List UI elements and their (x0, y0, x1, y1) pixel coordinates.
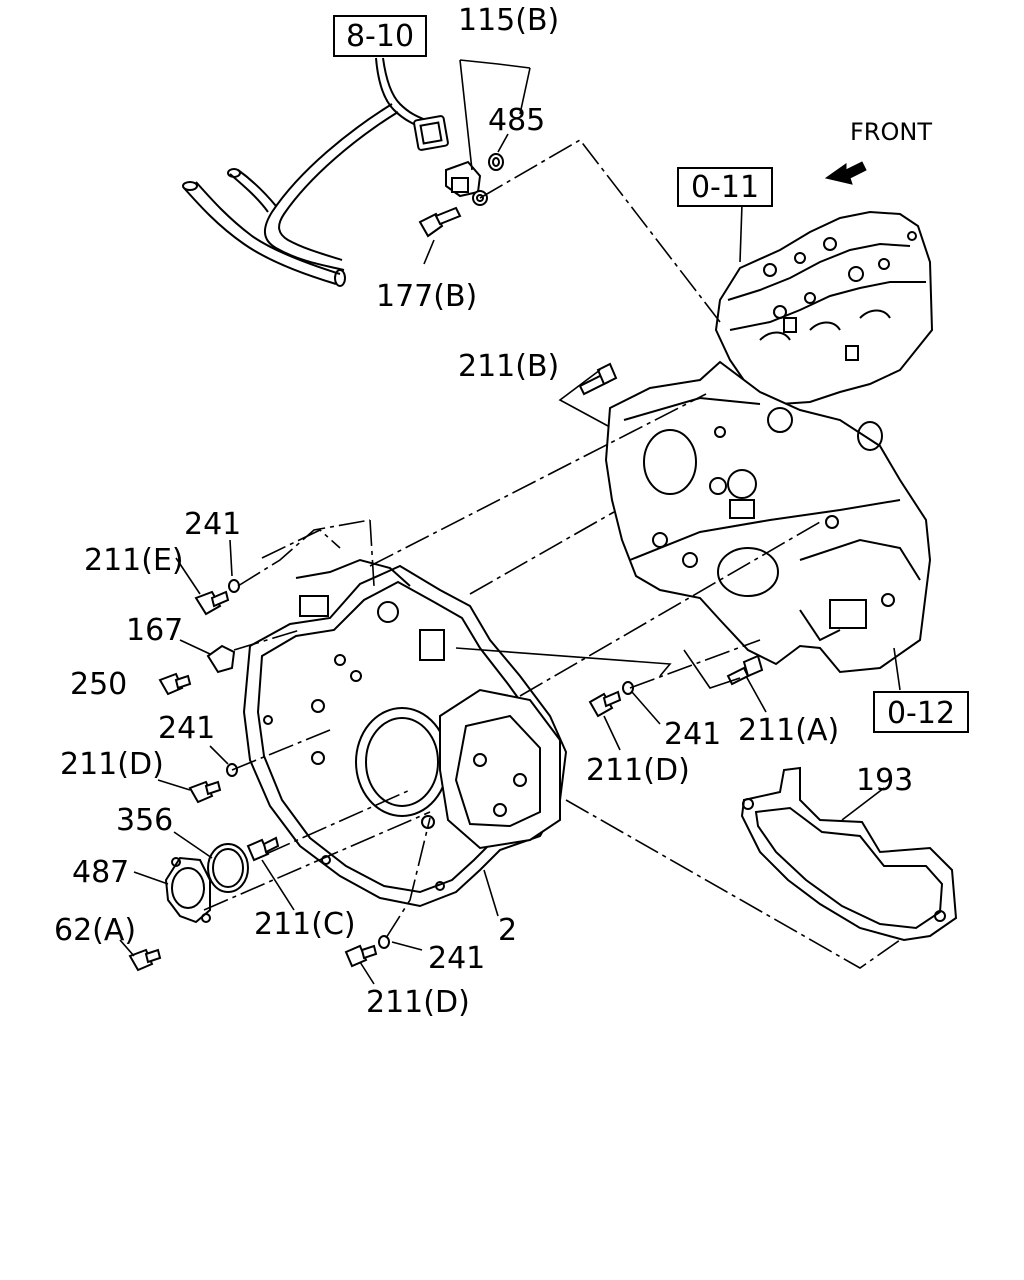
callout-167: 167 (126, 613, 183, 648)
callout-241-left: 241 (158, 711, 215, 746)
flywheel-cover (740, 766, 958, 942)
bolt-211d-left (188, 780, 222, 804)
washer-241-bottom (378, 935, 390, 949)
callout-211d-bottom: 211(D) (366, 985, 470, 1020)
ref-box-cylinder-block[interactable]: 0-12 (873, 691, 969, 733)
bolt-211d-bottom (344, 944, 378, 968)
front-label: FRONT (850, 118, 932, 146)
callout-211d-left: 211(D) (60, 747, 164, 782)
callout-2: 2 (498, 913, 517, 948)
callout-62a: 62(A) (54, 913, 136, 948)
o-ring-356 (207, 843, 249, 893)
callout-241-top: 241 (184, 507, 241, 542)
cylinder-head (714, 210, 934, 406)
washer-241-top (228, 579, 240, 593)
bolt-177b (418, 206, 462, 238)
callout-211c: 211(C) (254, 907, 356, 942)
callout-241-bottom: 241 (428, 941, 485, 976)
bolt-211b (578, 362, 618, 396)
callout-485: 485 (488, 103, 545, 138)
front-arrow-icon (824, 161, 867, 185)
o-ring-485 (488, 153, 504, 171)
callout-250: 250 (70, 667, 127, 702)
ref-box-cylinder-block-label: 0-12 (887, 696, 955, 731)
callout-241-right: 241 (664, 717, 721, 752)
ref-box-cylinder-head[interactable]: 0-11 (677, 167, 773, 207)
callout-177b: 177(B) (376, 279, 477, 314)
washer-241-right (622, 681, 634, 695)
leader-lines (119, 59, 901, 985)
bolt-211c (246, 836, 280, 862)
ref-box-cylinder-head-label: 0-11 (691, 170, 759, 205)
callout-211e: 211(E) (84, 543, 184, 578)
callout-211d-right: 211(D) (586, 753, 690, 788)
callout-356: 356 (116, 803, 173, 838)
cover-487 (164, 856, 211, 924)
wiring-harness (182, 57, 449, 287)
callout-211b: 211(B) (458, 349, 559, 384)
bolt-211d-right (588, 690, 622, 718)
bolt-62a (128, 948, 162, 972)
ref-box-harness[interactable]: 8-10 (333, 15, 427, 57)
flywheel-housing (242, 558, 568, 908)
plug-167 (206, 644, 236, 674)
callout-211a: 211(A) (738, 713, 839, 748)
alignment-lines (203, 138, 901, 969)
callout-115b: 115(B) (458, 3, 559, 38)
cylinder-block (604, 360, 932, 674)
ref-box-harness-label: 8-10 (346, 19, 414, 54)
bolt-211e (194, 590, 230, 616)
callout-487: 487 (72, 855, 129, 890)
bolt-250 (158, 672, 192, 696)
callout-193: 193 (856, 763, 913, 798)
speed-sensor (445, 160, 488, 206)
washer-241-left (226, 763, 238, 777)
